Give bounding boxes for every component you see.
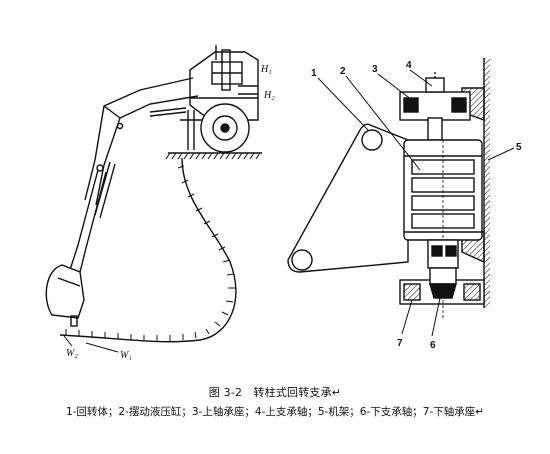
figure-legend: 1-回转体；2-摆动液压缸；3-上轴承座；4-上支承轴；5-机架；6-下支承轴；… bbox=[65, 406, 485, 418]
callout-6: 6 bbox=[430, 340, 436, 351]
digging-trajectory bbox=[59, 157, 237, 343]
label-h2: H₂ bbox=[263, 90, 275, 101]
callout-1: 1 bbox=[311, 68, 317, 79]
callout-4: 4 bbox=[406, 60, 412, 71]
callout-numbers: 1 2 3 4 5 6 7 bbox=[311, 60, 522, 351]
label-w2: W₂ bbox=[66, 348, 78, 359]
excavator-diagram bbox=[45, 45, 262, 353]
callout-5: 5 bbox=[516, 142, 522, 153]
slewing-support-diagram bbox=[287, 58, 515, 337]
excavator-labels: H₁ H₂ W₁ W₂ bbox=[66, 64, 275, 361]
boom bbox=[84, 77, 199, 206]
crawler-wheel bbox=[180, 103, 250, 153]
label-h1: H₁ bbox=[260, 64, 272, 75]
w-leaders bbox=[63, 335, 119, 353]
callout-2: 2 bbox=[340, 66, 346, 77]
upper-bearing bbox=[399, 72, 471, 141]
label-w1: W₁ bbox=[120, 350, 132, 361]
figure-caption: 图 3-2 转柱式回转支承↵ bbox=[208, 386, 342, 399]
swing-cylinder bbox=[403, 139, 483, 241]
machine-body bbox=[189, 45, 259, 121]
lower-bearing bbox=[399, 239, 485, 320]
callout-3: 3 bbox=[372, 64, 378, 75]
callout-leaders bbox=[317, 69, 515, 337]
callout-7: 7 bbox=[397, 338, 403, 349]
ground-line bbox=[165, 152, 262, 160]
rotating-body bbox=[287, 123, 409, 273]
dipper-arm bbox=[69, 161, 116, 273]
bucket bbox=[45, 264, 85, 327]
